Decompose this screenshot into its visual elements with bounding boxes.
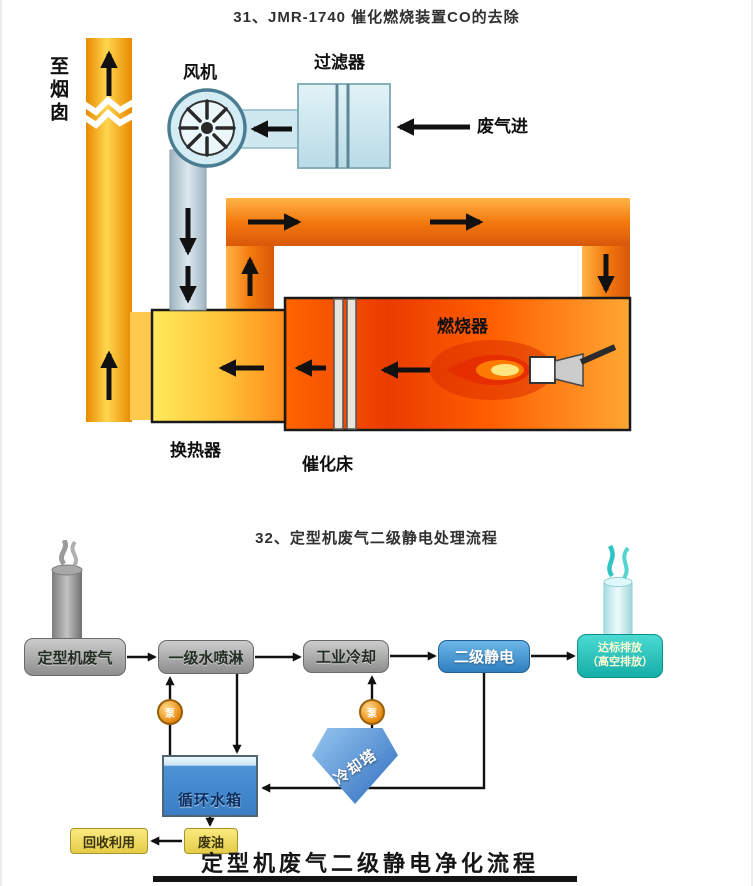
caption-underline xyxy=(153,876,577,882)
water-tank-label: 循环水箱 xyxy=(177,792,242,809)
circulating-water-tank: 循环水箱 xyxy=(162,755,258,817)
flowchart-caption: 定型机废气二级静电净化流程 xyxy=(200,851,539,876)
burner-label: 燃烧器 xyxy=(437,317,488,336)
fan-icon xyxy=(167,88,247,168)
catalyst-bed-label: 催化床 xyxy=(302,455,353,474)
catalytic-combustion-diagram xyxy=(82,38,632,432)
node-source: 定型机废气 xyxy=(24,638,126,676)
node-discharge: 达标排放 （高空排放） xyxy=(577,634,663,678)
node-industrial-cooling: 工业冷却 xyxy=(303,640,389,673)
discharge-line1: 达标排放 xyxy=(598,642,642,655)
duct-break xyxy=(82,95,136,129)
flow-arrows xyxy=(100,50,615,400)
discharge-line2: （高空排放） xyxy=(587,656,653,668)
filter-label: 过滤器 xyxy=(314,53,365,72)
node-waste-oil: 废油 xyxy=(184,828,238,854)
fan-label: 风机 xyxy=(183,63,217,82)
section2-title: 32、定型机废气二级静电处理流程 xyxy=(255,530,498,547)
node-water-spray: 一级水喷淋 xyxy=(158,640,254,674)
catalyst-bed xyxy=(333,298,357,430)
electrostatic-flowchart: 定型机废气 一级水喷淋 工业冷却 二级静电 达标排放 （高空排放） 泵 泵 冷却… xyxy=(0,540,753,886)
heat-exchanger-label: 换热器 xyxy=(170,441,221,460)
waste-gas-in-label: 废气进 xyxy=(477,117,528,136)
source-chimney-icon xyxy=(51,540,83,640)
filter-box xyxy=(297,83,391,169)
node-recycle: 回收利用 xyxy=(70,828,148,854)
burner-flame-icon xyxy=(446,344,617,387)
cooling-tower-label: 冷却塔 xyxy=(331,746,381,788)
section1-title: 31、JMR-1740 催化燃烧装置CO的去除 xyxy=(233,9,520,26)
pump-left-icon: 泵 xyxy=(157,699,183,725)
heat-exchanger-box xyxy=(150,308,287,424)
node-electrostatic: 二级静电 xyxy=(438,640,530,673)
to-chimney-label: 至烟囱 xyxy=(47,56,68,125)
discharge-chimney-icon xyxy=(603,544,633,636)
pump-right-icon: 泵 xyxy=(359,699,385,725)
